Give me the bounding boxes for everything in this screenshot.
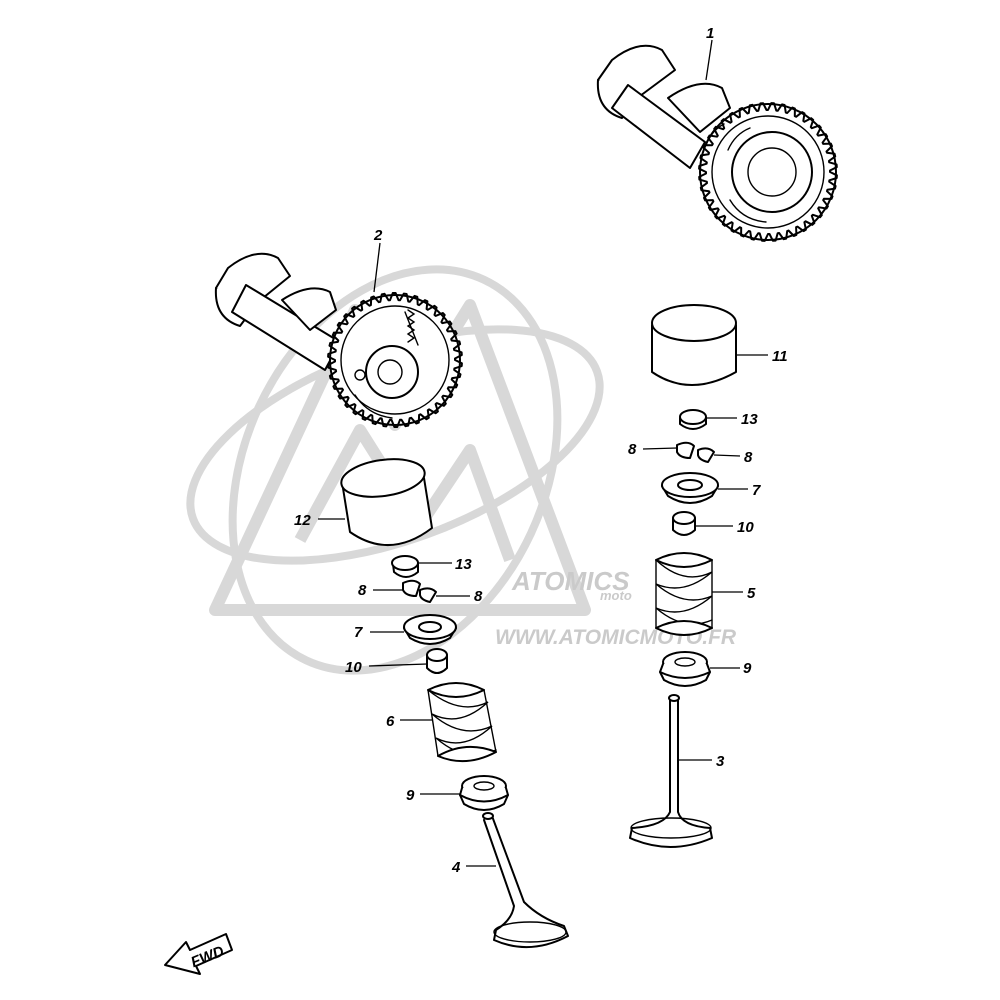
retainer-left xyxy=(403,614,457,645)
callout-4: 4 xyxy=(451,859,461,876)
callout-12: 12 xyxy=(294,512,311,529)
camshaft-exhaust xyxy=(596,44,837,241)
callout-1: 1 xyxy=(706,25,714,42)
cotter-right-a xyxy=(676,441,695,459)
shim-right xyxy=(679,409,707,430)
callout-6: 6 xyxy=(386,713,395,730)
stem-seal-left xyxy=(426,648,448,674)
callout-8-left-b: 8 xyxy=(474,588,483,605)
callout-8-right-a: 8 xyxy=(628,441,637,458)
callouts: 1 2 3 4 5 6 7 7 8 8 8 8 9 9 10 10 11 12 … xyxy=(294,25,788,876)
cotter-left-b xyxy=(419,587,437,603)
watermark-logo-text: ATOMICS xyxy=(511,566,630,596)
spring-intake xyxy=(427,682,497,763)
callout-9-right: 9 xyxy=(743,660,752,677)
callout-7-right: 7 xyxy=(752,482,761,499)
callout-2: 2 xyxy=(373,227,383,244)
camshaft-exhaust-gear-teeth xyxy=(698,102,838,242)
seat-right xyxy=(659,651,711,687)
leader-lines xyxy=(318,39,768,867)
callout-8-left-a: 8 xyxy=(358,582,367,599)
callout-13-right: 13 xyxy=(741,411,758,428)
watermark-logo-sub: moto xyxy=(600,588,632,603)
callout-5: 5 xyxy=(747,585,756,602)
callout-11: 11 xyxy=(772,348,788,365)
shim-left xyxy=(391,555,419,578)
camshaft-intake-gear-teeth xyxy=(327,292,463,428)
stem-seal-right xyxy=(672,511,696,536)
fwd-arrow-icon: FWD xyxy=(164,933,233,975)
tappet-left xyxy=(340,458,433,546)
tappet-right xyxy=(651,304,737,386)
callout-10-left: 10 xyxy=(345,659,362,676)
gear-tooth-ring xyxy=(698,102,838,242)
callout-9-left: 9 xyxy=(406,787,415,804)
retainer-right xyxy=(661,472,719,504)
seat-left xyxy=(459,775,509,811)
valve-exhaust xyxy=(629,694,713,848)
callout-10-right: 10 xyxy=(737,519,754,536)
camshaft-intake xyxy=(214,252,461,426)
fwd-label: FWD xyxy=(189,943,227,972)
spring-exhaust xyxy=(655,552,713,636)
cotter-left-a xyxy=(402,579,421,597)
valve-intake xyxy=(482,812,569,949)
cotter-right-b xyxy=(697,447,715,463)
callout-13-left: 13 xyxy=(455,556,472,573)
callout-7-left: 7 xyxy=(354,624,363,641)
callout-3: 3 xyxy=(716,753,725,770)
gear-tooth-ring xyxy=(327,292,463,428)
callout-8-right-b: 8 xyxy=(744,449,753,466)
